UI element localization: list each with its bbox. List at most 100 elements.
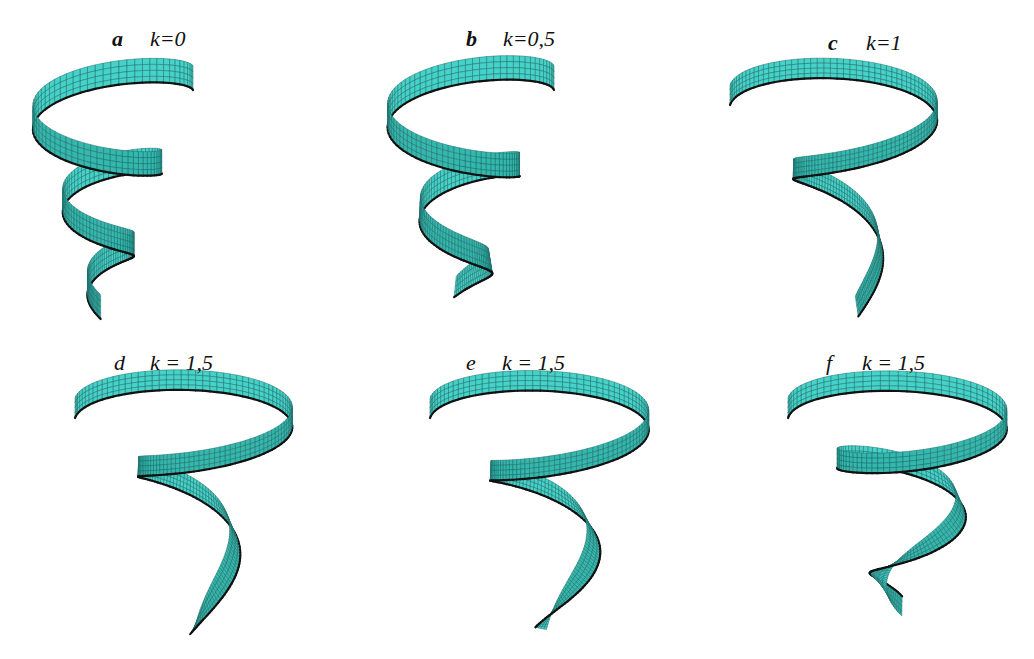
- mesh-cell: [122, 162, 128, 169]
- ribbon-cell: [138, 158, 143, 164]
- ribbon-cell: [494, 68, 501, 74]
- ribbon-cell: [114, 237, 117, 244]
- ribbon-cell: [451, 79, 458, 86]
- ribbon-cell: [97, 238, 101, 245]
- ribbon-cell: [507, 74, 513, 80]
- ribbon-cell: [544, 77, 547, 84]
- ribbon-cell: [487, 74, 494, 81]
- ribbon-cell: [150, 58, 157, 64]
- mesh-cell: [487, 56, 494, 63]
- mesh-cell: [142, 58, 149, 64]
- ribbon-cell: [513, 62, 519, 68]
- mesh-cell: [123, 228, 125, 235]
- ribbon-cell: [175, 78, 180, 85]
- ribbon-cell: [97, 164, 103, 171]
- mesh-cell: [151, 163, 154, 169]
- ribbon-cell: [147, 152, 151, 158]
- ribbon-cell: [150, 64, 157, 70]
- helical-ribbon: [388, 56, 554, 298]
- mesh-cell: [525, 68, 530, 75]
- ribbon-cell: [150, 70, 157, 76]
- ribbon-cell: [513, 68, 519, 74]
- mesh-cell: [157, 70, 164, 76]
- ribbon-cell: [175, 60, 180, 67]
- ribbon-cell: [180, 78, 184, 85]
- ribbon-cell: [133, 151, 138, 157]
- mesh-cell: [154, 157, 157, 163]
- mesh-cell: [117, 232, 120, 239]
- mesh-cell: [157, 151, 159, 157]
- mesh-cell: [472, 57, 479, 64]
- ribbon-cell: [170, 77, 176, 84]
- ribbon-cell: [127, 71, 135, 78]
- ribbon-cell: [507, 62, 513, 68]
- mesh-cell: [530, 63, 535, 70]
- ribbon-cell: [519, 62, 525, 68]
- ribbon-cell: [120, 239, 123, 246]
- ribbon-cell: [500, 62, 507, 68]
- ribbon-cell: [472, 69, 479, 76]
- mesh-cell: [127, 65, 135, 72]
- ribbon-cell: [116, 156, 122, 163]
- mesh-cell: [530, 57, 535, 64]
- ribbon-cell: [133, 163, 138, 169]
- ribbon-cell: [128, 151, 133, 157]
- ribbon-cell: [123, 234, 125, 241]
- ribbon-cell: [535, 64, 539, 71]
- mesh-cell: [480, 57, 487, 64]
- ribbon-cell: [119, 78, 127, 85]
- ribbon-cell: [142, 64, 149, 70]
- ribbon-cell: [494, 56, 501, 62]
- ribbon-cell: [507, 56, 513, 62]
- ribbon-cell: [127, 235, 129, 242]
- ribbon-cell: [190, 81, 192, 88]
- ribbon-cell: [122, 156, 128, 163]
- ribbon-cell: [164, 71, 170, 77]
- ribbon-cell: [125, 228, 127, 235]
- mesh-cell: [500, 56, 507, 62]
- ribbon-cell: [123, 228, 125, 235]
- mesh-cell: [142, 64, 149, 70]
- ribbon-cell: [138, 164, 143, 170]
- mesh-cell: [180, 72, 184, 79]
- mesh-cell: [151, 157, 154, 163]
- mesh-cell: [500, 68, 507, 74]
- ribbon-cell: [133, 157, 138, 163]
- mesh-cell: [125, 234, 127, 241]
- mesh-cell: [487, 62, 494, 69]
- mesh-cell: [175, 72, 180, 79]
- mesh-cell: [530, 69, 535, 76]
- ribbon-cell: [525, 74, 530, 81]
- mesh-cell: [175, 60, 180, 67]
- mesh-cell: [128, 163, 133, 169]
- mesh-cell: [114, 237, 117, 244]
- ribbon-cell: [170, 59, 176, 66]
- ribbon-edge: [99, 318, 100, 319]
- ribbon-cell: [154, 151, 157, 157]
- ribbon-cell: [96, 270, 98, 278]
- ribbon-cell: [120, 233, 123, 240]
- ribbon-cell: [94, 236, 98, 243]
- mesh-cell: [487, 68, 494, 75]
- ribbon-cell: [530, 69, 535, 76]
- mesh-cell: [123, 234, 125, 241]
- mesh-cell: [170, 65, 176, 72]
- mesh-cell: [480, 63, 487, 70]
- mesh-cell: [138, 152, 143, 158]
- ribbon-cell: [157, 151, 159, 157]
- mesh-cell: [147, 158, 151, 164]
- ribbon-cell: [188, 80, 191, 87]
- mesh-cell: [116, 150, 122, 157]
- ribbon-cell: [494, 62, 501, 68]
- ribbon-cell: [143, 164, 147, 170]
- ribbon-cell: [125, 240, 127, 247]
- mesh-cell: [170, 59, 176, 66]
- ribbon-cell: [135, 65, 143, 71]
- mesh-cell: [535, 58, 539, 65]
- mesh-cell: [127, 229, 129, 236]
- mesh-cell: [507, 68, 513, 74]
- ribbon-cell: [142, 70, 149, 76]
- ribbon-cell: [472, 57, 479, 64]
- ribbon-cell: [530, 63, 535, 70]
